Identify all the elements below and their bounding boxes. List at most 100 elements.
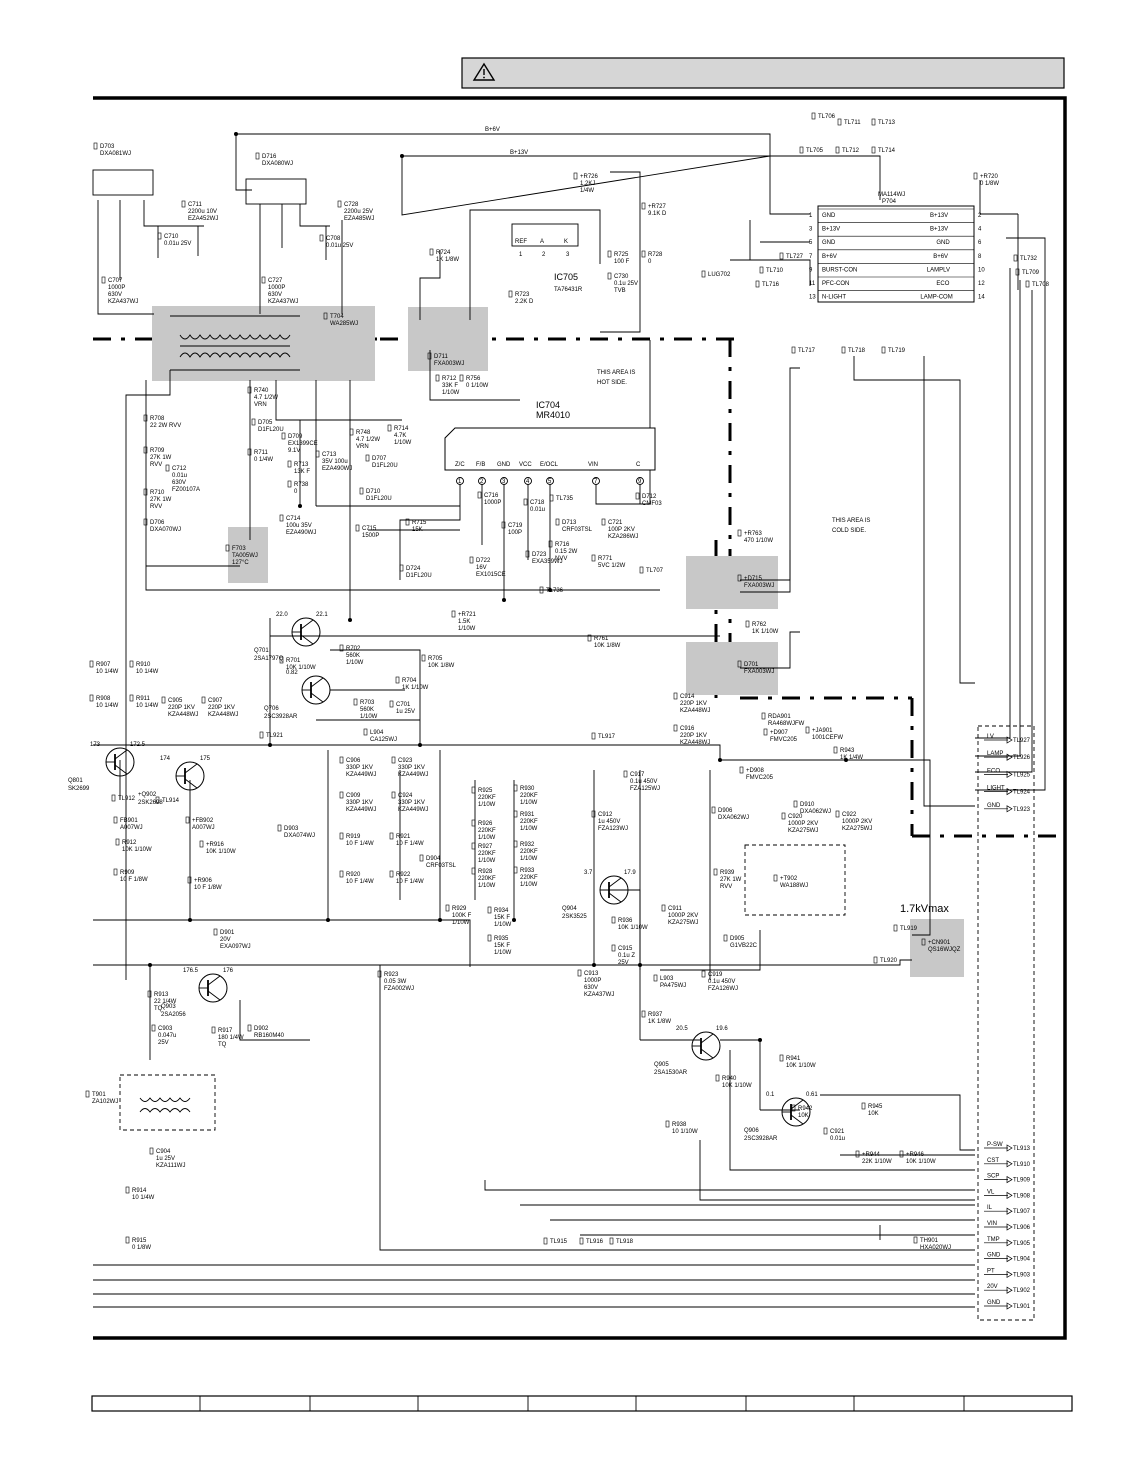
component-mark — [755, 280, 760, 288]
component-tl705: TL705 — [799, 146, 824, 154]
component-mark — [147, 990, 152, 998]
component-value: 0.1u 450V — [630, 779, 657, 785]
component-value: FZA125WJ — [630, 786, 660, 792]
voltage-note: 1.7kVmax — [900, 903, 949, 915]
p704-pin-left: 9 — [809, 267, 813, 273]
component-value: KZA449WJ — [346, 807, 376, 813]
component-value: EX1015CE — [476, 572, 506, 578]
component-value: 1K 1/10W — [402, 685, 429, 691]
component-mark — [779, 252, 784, 260]
component-ref: R728 — [648, 252, 663, 258]
component-value: 10 F 1/4W — [396, 879, 424, 885]
component-value: 220P 1KV — [168, 705, 195, 711]
component-ref: +R763 — [744, 531, 763, 537]
component-value: 2.2K D — [515, 299, 534, 305]
component-mark — [833, 746, 838, 754]
p704-pin-right: 8 — [978, 254, 982, 260]
component-value: 27K 1W — [720, 877, 742, 883]
component-ref: D716 — [262, 154, 277, 160]
component-mark — [323, 312, 328, 320]
component-value: 1K 1/10W — [752, 629, 779, 635]
component-ref: R740 — [254, 388, 269, 394]
transistor-ref: Q904 — [562, 906, 577, 912]
component-mark — [337, 200, 342, 208]
p704-pin-right: 12 — [978, 281, 985, 287]
component-ref: D709 — [288, 434, 303, 440]
component-ref: D711 — [434, 354, 449, 360]
component-ref: D705 — [258, 420, 273, 426]
component-mark — [893, 924, 898, 932]
component-mark — [315, 450, 320, 458]
component-mark — [525, 550, 530, 558]
component-value: 27K 1W — [150, 497, 172, 503]
p704-name-left: PFC-CON — [822, 281, 849, 287]
component-ref: R704 — [402, 678, 417, 684]
component-tl920: TL920 — [873, 956, 898, 964]
net-label-b13v: B+13V — [510, 150, 528, 156]
component-mark — [277, 824, 282, 832]
component-mark — [387, 424, 392, 432]
component-mark — [855, 1150, 860, 1158]
component-mark — [761, 712, 766, 720]
component-ref: TL709 — [1022, 270, 1040, 276]
terminal-arrow-icon — [1006, 1302, 1013, 1310]
component-ref: +R726 — [580, 174, 599, 180]
component-ref: TL706 — [818, 114, 836, 120]
terminal-ref: TL905 — [1013, 1241, 1031, 1247]
component-mark — [165, 464, 170, 472]
ic705-ref: IC705 — [554, 272, 578, 282]
component-ref: R927 — [478, 844, 493, 850]
component-tl717: TL717 — [791, 346, 816, 354]
component-ref: R723 — [515, 292, 530, 298]
component-ref: R911 — [136, 696, 151, 702]
component-value: 10K 1/10W — [722, 1083, 752, 1089]
terminal-arrow-icon — [1006, 787, 1013, 796]
component-mark — [841, 346, 846, 354]
component-mark — [701, 270, 706, 278]
transistor-voltage: 0.82 — [286, 670, 298, 676]
component-mark — [157, 232, 162, 240]
component-mark — [639, 566, 644, 574]
component-ref: R921 — [396, 834, 411, 840]
terminal-signal: 20V — [987, 1284, 998, 1290]
terminal-signal: SCP — [987, 1174, 999, 1180]
component-ref: C904 — [156, 1149, 171, 1155]
component-ref: +D907 — [770, 730, 789, 736]
component-value: EZA490WJ — [286, 530, 316, 536]
terminal-signal: GND — [987, 803, 1001, 809]
component-ref: R942 — [798, 1106, 813, 1112]
ic704-pin2-name: F/B — [476, 462, 485, 468]
component-value: 4.7 1/2W — [356, 437, 380, 443]
transistor-ref: Q905 — [654, 1062, 669, 1068]
component-tl915: TL915 — [543, 1237, 568, 1245]
component-ref: R945 — [868, 1104, 883, 1110]
component-mark — [871, 118, 876, 126]
transistor-ref: Q801 — [68, 778, 83, 784]
component-ref: C727 — [268, 278, 283, 284]
component-mark — [611, 916, 616, 924]
component-ref: C920 — [788, 814, 803, 820]
component-value: 330P 1KV — [346, 765, 373, 771]
component-mark — [143, 446, 148, 454]
component-ref: +R721 — [458, 612, 477, 618]
component-value: FZA002WJ — [384, 986, 414, 992]
